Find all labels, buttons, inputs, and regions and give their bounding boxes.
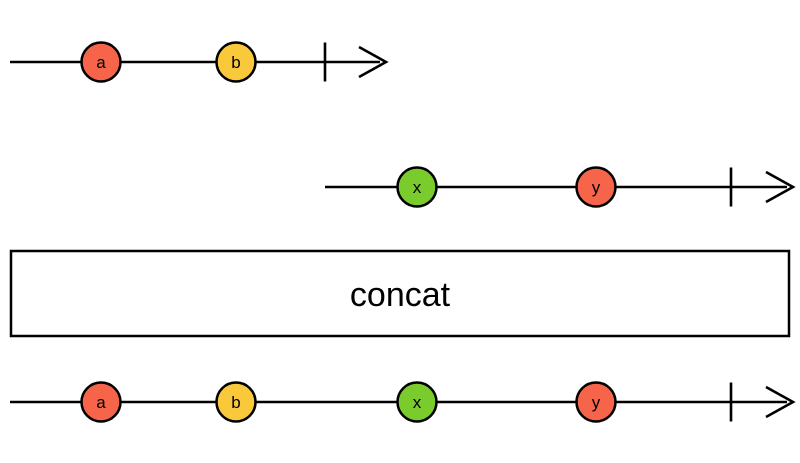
arrow-head-icon	[358, 45, 389, 79]
marble-label-y: y	[592, 393, 601, 412]
arrow-head-icon	[765, 170, 796, 204]
marble-label-b: b	[231, 393, 240, 412]
operator-label: concat	[350, 276, 451, 314]
marble-b	[215, 381, 257, 423]
marble-a	[80, 381, 122, 423]
marble-label-x: x	[413, 178, 422, 197]
operator-box: concat	[9, 249, 791, 338]
marble-y	[575, 381, 617, 423]
marble-label-y: y	[592, 178, 601, 197]
marble-x	[396, 166, 438, 208]
operator-box-border	[9, 249, 791, 338]
marble-a	[80, 41, 122, 83]
marble-label-x: x	[413, 393, 422, 412]
marble-label-b: b	[231, 53, 240, 72]
marble-label-a: a	[96, 53, 106, 72]
marble-y	[575, 166, 617, 208]
arrow-head-icon	[765, 385, 796, 419]
marble-x	[396, 381, 438, 423]
marble-b	[215, 41, 257, 83]
marble-label-a: a	[96, 393, 106, 412]
